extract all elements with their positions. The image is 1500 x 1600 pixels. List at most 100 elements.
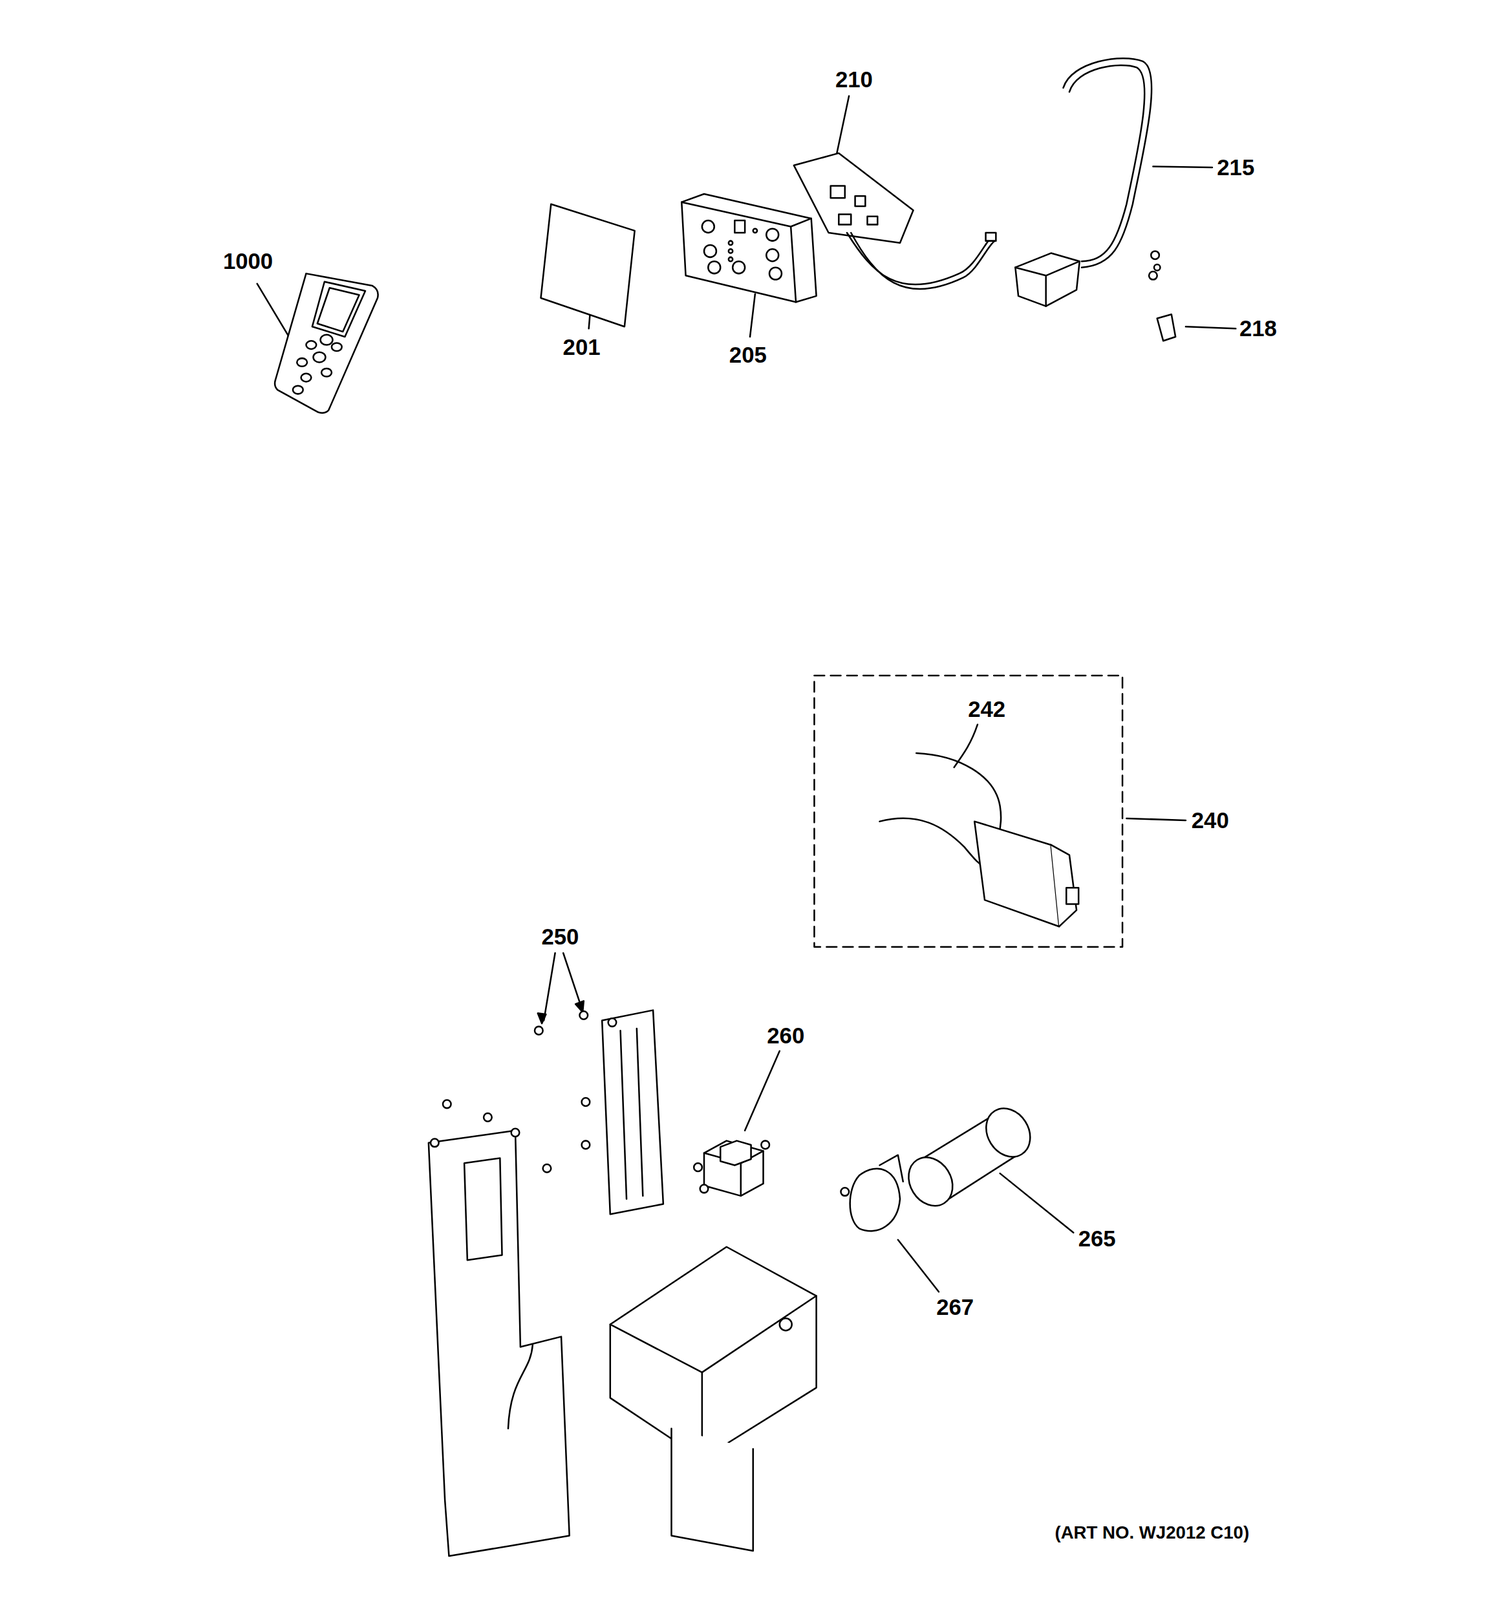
power-cord bbox=[1015, 58, 1152, 306]
drawing-part bbox=[563, 953, 582, 1008]
drawing-part bbox=[483, 1113, 493, 1122]
drawing-part bbox=[681, 202, 796, 303]
drawing-part bbox=[331, 342, 343, 352]
drawing-part bbox=[846, 232, 992, 285]
drawing-part bbox=[1063, 58, 1153, 268]
drawing-part bbox=[728, 241, 733, 246]
drawing-part bbox=[704, 1141, 764, 1197]
drawing-part bbox=[879, 1155, 903, 1182]
drawing-part bbox=[790, 218, 812, 227]
drawing-part bbox=[977, 1100, 1040, 1166]
drawing-part bbox=[681, 193, 816, 302]
drawing-part bbox=[636, 1028, 643, 1197]
drawing-part bbox=[814, 675, 1123, 948]
drawing-part bbox=[707, 261, 721, 274]
drawing-part bbox=[850, 232, 996, 290]
drawing-part bbox=[292, 385, 304, 395]
drawing-part bbox=[540, 204, 635, 327]
drawing-part bbox=[830, 185, 846, 198]
control-housing bbox=[681, 193, 816, 302]
drawing-part bbox=[1066, 887, 1079, 904]
drawing-part bbox=[537, 1013, 547, 1024]
drawing-part bbox=[744, 1051, 780, 1131]
drawing-part bbox=[898, 1240, 939, 1292]
drawing-part bbox=[760, 1141, 770, 1150]
drawing-part bbox=[750, 294, 756, 337]
drawing-part bbox=[274, 273, 379, 414]
drawing-part bbox=[840, 1187, 849, 1197]
remote-control bbox=[274, 273, 379, 414]
screws bbox=[1148, 250, 1176, 341]
drawing-part bbox=[296, 358, 308, 367]
drawing-part bbox=[1069, 65, 1145, 262]
drawing-part bbox=[610, 1296, 817, 1460]
drawing-part bbox=[581, 1141, 591, 1150]
drawing-part bbox=[769, 267, 782, 280]
drawing-part bbox=[753, 228, 758, 233]
drawing-part bbox=[855, 195, 866, 207]
drawing-part bbox=[511, 1128, 520, 1138]
overlay-card bbox=[540, 204, 635, 327]
callout-number: 201 bbox=[563, 335, 601, 359]
callout-number: 250 bbox=[541, 925, 579, 948]
drawing-part bbox=[728, 257, 733, 262]
drawing-part bbox=[1051, 845, 1077, 927]
drawing-part bbox=[1148, 271, 1158, 280]
drawing-part bbox=[430, 1138, 440, 1147]
drawing-part bbox=[850, 1168, 900, 1232]
drawing-part bbox=[728, 248, 733, 253]
drawing-part bbox=[608, 1018, 617, 1027]
drawing-part bbox=[838, 214, 851, 225]
art-number: (ART NO. WJ2012 C10) bbox=[1054, 1523, 1250, 1543]
drawing-part bbox=[610, 1247, 817, 1460]
drawing-part bbox=[879, 818, 988, 870]
drawing-part bbox=[985, 232, 997, 242]
drawing-part bbox=[543, 1164, 552, 1173]
drawing-part bbox=[720, 1141, 751, 1166]
drawing-part bbox=[442, 1100, 452, 1109]
drawing-part bbox=[317, 287, 360, 332]
control-board bbox=[793, 153, 996, 290]
callout-number: 218 bbox=[1239, 317, 1277, 341]
drawing-part bbox=[305, 340, 317, 350]
drawing-part bbox=[704, 245, 717, 258]
transformer bbox=[693, 1141, 763, 1197]
drawing-part bbox=[1157, 314, 1176, 341]
callout-number: 210 bbox=[835, 68, 873, 92]
drawing-part bbox=[575, 1000, 584, 1012]
drawing-part bbox=[1154, 264, 1160, 271]
callout-number: 1000 bbox=[223, 250, 273, 273]
drawing-part bbox=[601, 1010, 664, 1215]
drawing-part bbox=[766, 248, 779, 262]
drawing-part bbox=[779, 1318, 793, 1331]
kit-outline bbox=[814, 675, 1123, 948]
drawing-part bbox=[464, 1157, 502, 1261]
drawing-part bbox=[1015, 253, 1080, 307]
drawing-part bbox=[734, 220, 745, 233]
callout-number: 260 bbox=[766, 1024, 805, 1048]
drawing-part bbox=[1152, 166, 1213, 168]
drawing-part bbox=[581, 1097, 591, 1107]
drawing-part bbox=[320, 334, 333, 346]
callout-number: 242 bbox=[967, 698, 1006, 721]
drawing-part bbox=[313, 352, 326, 363]
drawing-part bbox=[974, 821, 1060, 928]
drawing-part bbox=[693, 1163, 703, 1172]
drawing-part bbox=[793, 153, 914, 244]
callout-number: 215 bbox=[1216, 155, 1255, 179]
bracket-screws bbox=[430, 1011, 849, 1197]
drawing-part bbox=[620, 1030, 627, 1199]
drawing-part bbox=[508, 1344, 533, 1429]
drawing-part bbox=[312, 281, 366, 337]
drawing-part bbox=[766, 228, 779, 242]
drawing-part bbox=[543, 953, 555, 1021]
drawing-part bbox=[900, 1149, 962, 1215]
drawing-part bbox=[579, 1011, 588, 1020]
drawing-part bbox=[321, 368, 332, 377]
drawing-part bbox=[1150, 250, 1160, 260]
drawing-part bbox=[732, 261, 745, 274]
drawing-part bbox=[1185, 326, 1236, 329]
callout-number: 205 bbox=[729, 343, 767, 367]
